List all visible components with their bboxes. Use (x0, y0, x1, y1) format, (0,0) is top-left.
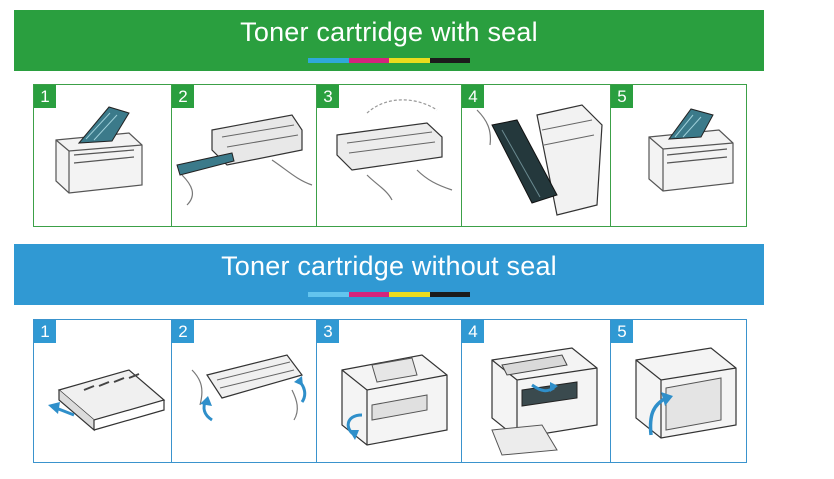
remove-seal-tape-icon (176, 114, 313, 206)
step-1-panel: 1 (33, 84, 172, 227)
step-4-panel: 4 (462, 84, 611, 227)
step-number: 3 (317, 85, 339, 108)
banner-without-seal: Toner cartridge without seal (14, 244, 764, 305)
step-3-panel: 3 (317, 319, 462, 463)
printer-cover-open-icon (55, 106, 143, 194)
step-number: 5 (611, 320, 633, 343)
shake-cartridge-icon (191, 354, 307, 422)
section-title: Toner cartridge with seal (240, 17, 538, 47)
step-1-panel: 1 (33, 319, 172, 463)
color-bar (308, 58, 470, 63)
step-number: 2 (172, 85, 194, 108)
banner-with-seal: Toner cartridge with seal (14, 10, 764, 71)
color-bar (308, 292, 470, 297)
step-2-panel: 2 (172, 84, 317, 227)
close-front-door-icon (635, 347, 737, 439)
step-number: 1 (34, 320, 56, 343)
step-3-panel: 3 (317, 84, 462, 227)
step-4-panel: 4 (462, 319, 611, 463)
step-number: 4 (462, 85, 484, 108)
printer-cover-close-icon (648, 108, 734, 192)
rock-cartridge-icon (336, 99, 453, 201)
step-number: 1 (34, 85, 56, 108)
insert-cartridge-icon (491, 347, 598, 456)
step-5-panel: 5 (611, 84, 747, 227)
step-2-panel: 2 (172, 319, 317, 463)
unpack-cartridge-icon (48, 369, 166, 432)
step-number: 2 (172, 320, 194, 343)
step-number: 4 (462, 320, 484, 343)
section-title: Toner cartridge without seal (221, 251, 557, 281)
open-front-door-icon (341, 354, 448, 446)
step-number: 3 (317, 320, 339, 343)
step-5-panel: 5 (611, 319, 747, 463)
insert-cartridge-icon (476, 104, 603, 216)
step-number: 5 (611, 85, 633, 108)
